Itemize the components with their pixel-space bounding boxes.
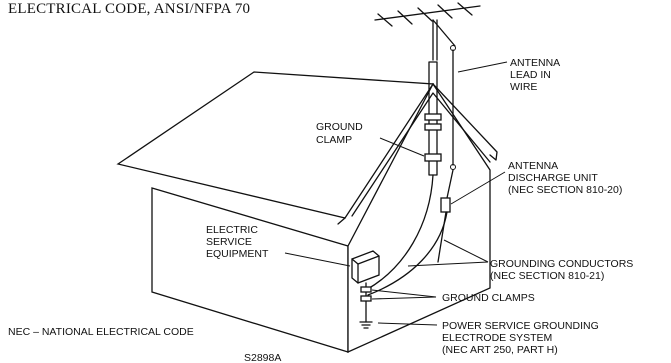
antenna-mast-lower <box>428 61 438 176</box>
leader-service-equipment <box>284 252 351 267</box>
lead-in-wire-segment <box>446 169 454 199</box>
ground-clamp <box>424 153 442 162</box>
ground-clamp-bottom <box>360 286 372 293</box>
antenna-element <box>417 7 433 22</box>
mast-clamp <box>424 113 442 121</box>
antenna-element <box>377 13 393 27</box>
roof-right-eave <box>432 83 498 161</box>
label-antenna-discharge-unit: ANTENNA DISCHARGE UNIT (NEC SECTION 810-… <box>508 160 622 196</box>
leader-antenna-lead-in <box>457 61 508 73</box>
house-gable-wall <box>347 82 491 354</box>
header-text: ELECTRICAL CODE, ANSI/NFPA 70 <box>8 1 250 17</box>
roof-left-eave <box>337 217 346 225</box>
leader-lines <box>284 61 508 326</box>
antenna-element <box>437 4 453 19</box>
label-ground-clamp: GROUND CLAMP <box>316 121 366 146</box>
antenna-feed <box>432 19 456 47</box>
mast-ground-clamps <box>424 113 442 162</box>
nec-note: NEC – NATIONAL ELECTRICAL CODE <box>8 326 194 338</box>
leader-ground-clamps <box>371 289 437 298</box>
antenna-discharge-unit <box>440 197 451 213</box>
leader-grounding-conductor <box>407 261 489 267</box>
grounding-conductor <box>367 211 448 296</box>
leader-ground-clamps <box>371 296 437 300</box>
leader-power-grounding <box>377 322 438 326</box>
label-power-service-grounding: POWER SERVICE GROUNDING ELECTRODE SYSTEM… <box>442 320 602 356</box>
label-grounding-conductors: GROUNDING CONDUCTORS (NEC SECTION 810-21… <box>490 258 636 282</box>
leader-discharge-unit <box>450 171 506 205</box>
antenna-element <box>457 2 473 16</box>
ground-clamp-bottom <box>360 295 372 302</box>
mast-clamp <box>424 123 442 131</box>
label-electric-service-equipment: ELECTRIC SERVICE EQUIPMENT <box>206 224 269 260</box>
antenna-boom <box>374 5 481 21</box>
leader-ground-clamp <box>379 137 425 157</box>
leader-grounding-conductor <box>443 239 489 263</box>
antenna <box>374 2 481 176</box>
gable-trim <box>351 92 491 217</box>
label-antenna-lead-in-wire: ANTENNA LEAD IN WIRE <box>510 57 563 93</box>
label-ground-clamps: GROUND CLAMPS <box>442 292 535 304</box>
grounding-conductor <box>365 174 434 291</box>
electric-service-equipment <box>351 250 380 329</box>
grounding-conductors <box>365 174 448 296</box>
house <box>116 71 498 354</box>
antenna-element <box>397 10 413 25</box>
figure-code: S2898A <box>244 352 281 363</box>
